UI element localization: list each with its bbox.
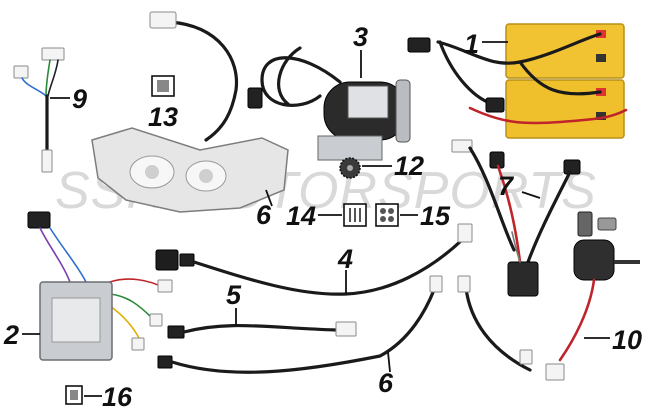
key-ignition-switch-icon (457, 211, 640, 381)
fastener-15-icon (375, 203, 399, 227)
sprocket-icon (339, 157, 361, 179)
fastener-14-icon (343, 203, 367, 227)
fuse-16-icon (65, 385, 83, 405)
cable-5-icon (167, 321, 357, 339)
headlight-assembly-icon (91, 11, 289, 213)
callout-10: 9 (72, 84, 87, 114)
callout-11: 10 (612, 325, 642, 355)
battery-pack-icon (407, 23, 628, 139)
callout-4: 4 (337, 244, 353, 274)
callout-16: 16 (102, 382, 133, 412)
callout-13: 13 (148, 102, 178, 132)
wire-harness-10-icon (13, 47, 65, 173)
callout-9: 6 (256, 200, 272, 230)
callout-15: 15 (420, 201, 451, 231)
callout-12: 12 (394, 151, 424, 181)
electric-motor-icon (247, 46, 411, 161)
callout-6: 6 (378, 368, 394, 398)
cable-6-icon (157, 275, 443, 374)
callout-7: 7 (498, 171, 515, 201)
switch-harness-7-icon (451, 139, 581, 297)
cable-4-icon (155, 223, 473, 296)
callout-3: 3 (353, 22, 368, 52)
callout-1: 1 (464, 29, 479, 59)
callout-14: 14 (286, 201, 316, 231)
motor-controller-icon (27, 211, 173, 361)
connector-13-icon (151, 75, 175, 97)
callout-5: 5 (226, 280, 242, 310)
callout-2: 2 (3, 320, 19, 350)
